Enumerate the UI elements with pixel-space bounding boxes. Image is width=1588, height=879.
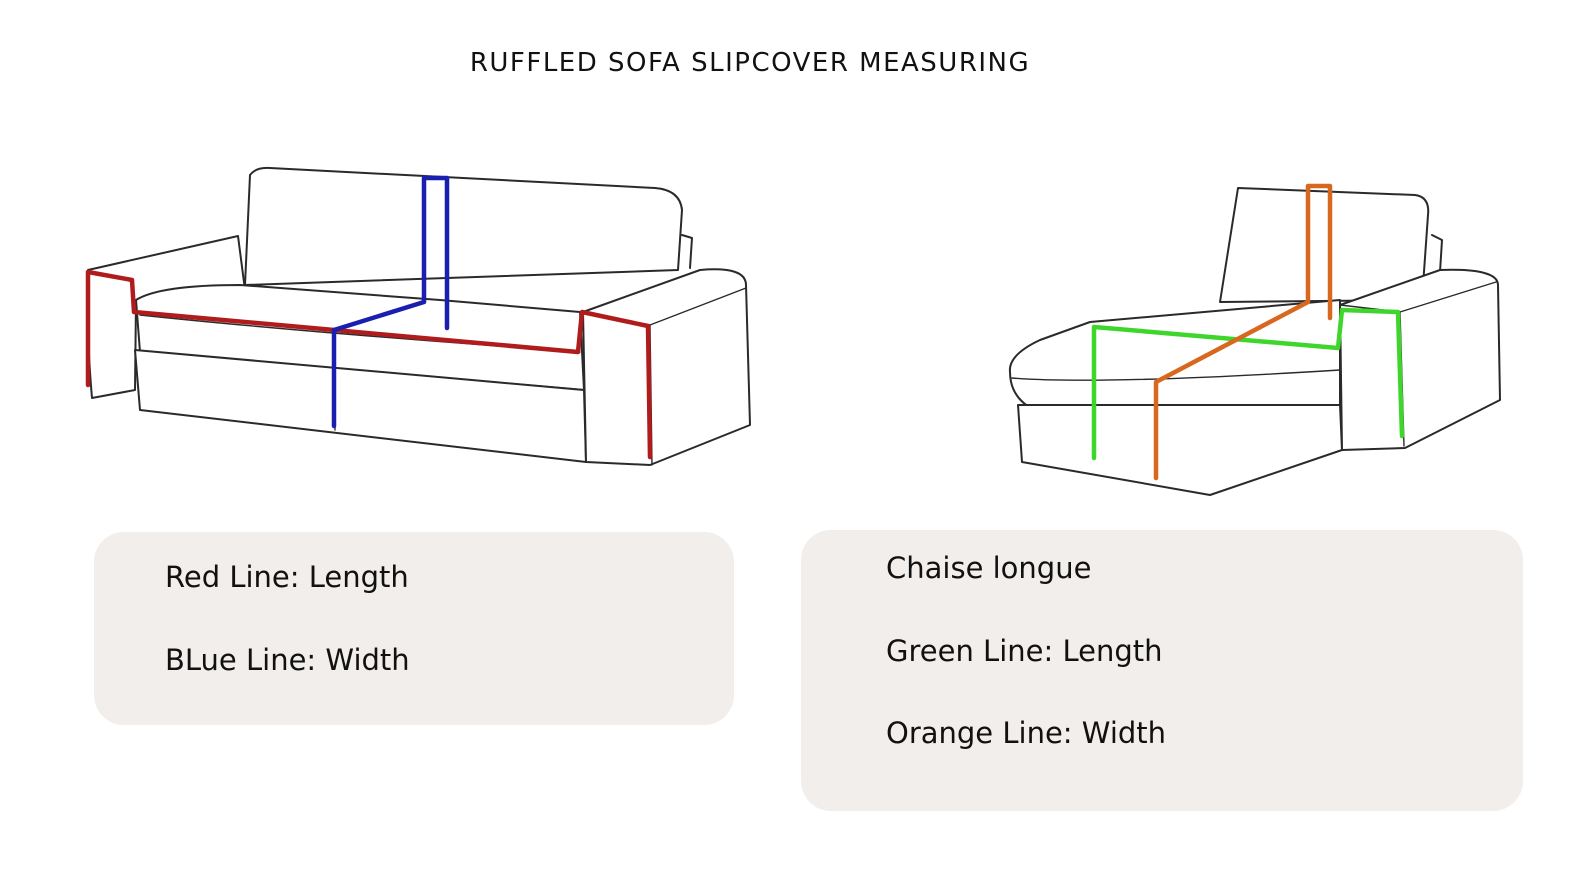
page-title: RUFFLED SOFA SLIPCOVER MEASURING bbox=[469, 48, 1031, 78]
sofa-right-arm bbox=[582, 268, 751, 466]
chaise-orange-line-label: Orange Line: Width bbox=[886, 716, 1167, 750]
chaise-heading: Chaise longue bbox=[886, 551, 1092, 585]
chaise-seat-cushion bbox=[1008, 299, 1341, 421]
sofa-legend-panel bbox=[94, 532, 734, 725]
sofa-blue-width-line bbox=[331, 175, 450, 429]
chaise-back-right-edge bbox=[1431, 234, 1443, 273]
chaise-legend-panel bbox=[801, 530, 1523, 811]
sofa-back-cushion-right-edge bbox=[681, 234, 693, 269]
chaise-green-line-label: Green Line: Length bbox=[886, 634, 1163, 668]
chaise-right-arm bbox=[1339, 268, 1501, 451]
chaise-base bbox=[1017, 404, 1343, 496]
chaise-back-cushion bbox=[1219, 187, 1430, 303]
chaise-green-length-line bbox=[1091, 307, 1405, 461]
sofa-red-line-label: Red Line: Length bbox=[165, 560, 409, 594]
sofa-blue-line-label: BLue Line: Width bbox=[165, 643, 410, 677]
chaise-seat-seam bbox=[1011, 369, 1341, 381]
chaise-orange-width-line bbox=[1153, 183, 1333, 481]
sofa-back-cushion bbox=[244, 166, 683, 286]
sofa-drawing bbox=[86, 166, 751, 466]
